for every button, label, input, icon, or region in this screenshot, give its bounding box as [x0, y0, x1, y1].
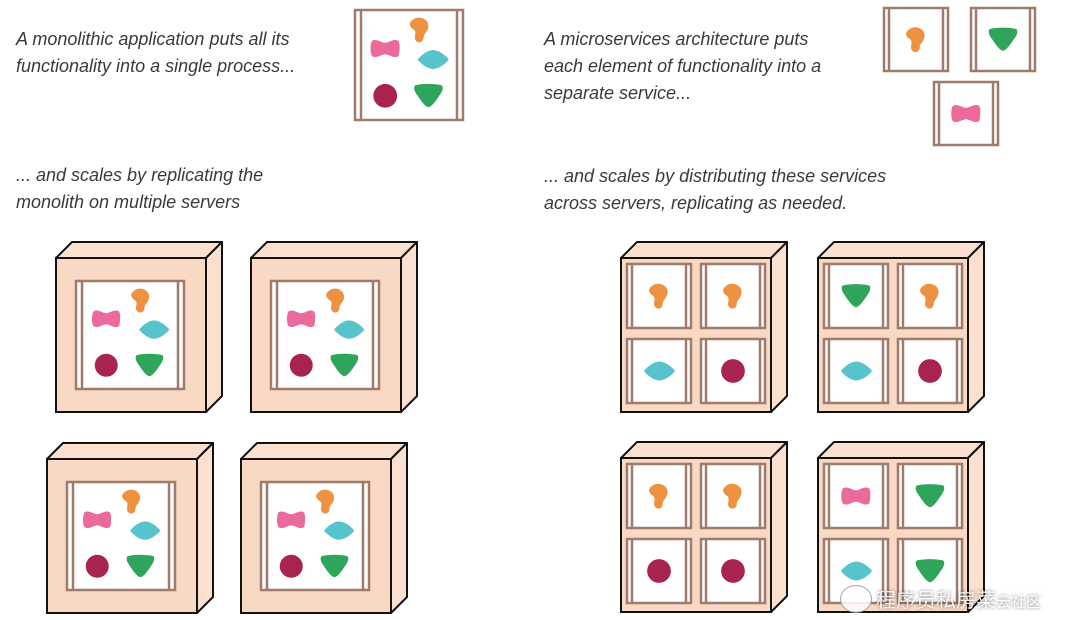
orange-blob-icon: [723, 483, 742, 509]
green-triangle-icon: [988, 27, 1018, 51]
pink-bow-icon: [286, 310, 316, 328]
caption-line: ... and scales by distributing these ser…: [544, 166, 887, 186]
pink-bow-icon: [370, 39, 400, 58]
green-triangle-icon: [330, 353, 359, 377]
orange-blob-icon: [649, 483, 668, 509]
service-process: [699, 462, 767, 530]
teal-diamond-icon: [840, 561, 873, 581]
green-triangle-icon: [414, 83, 443, 108]
caption-line: A monolithic application puts all its: [16, 29, 290, 49]
orange-blob-icon: [131, 288, 150, 313]
watermark-suffix: 云社区: [996, 594, 1042, 611]
teal-diamond-icon: [334, 320, 365, 339]
caption-line: ... and scales by replicating the: [16, 165, 264, 185]
maroon-circle-icon: [721, 559, 745, 583]
teal-diamond-icon: [324, 521, 355, 540]
monolith-scale-caption: ... and scales by replicating the monoli…: [16, 162, 263, 216]
green-triangle-icon: [841, 284, 871, 308]
service-process: [699, 537, 767, 605]
service-process: [625, 462, 693, 530]
maroon-circle-icon: [289, 353, 313, 377]
service-process: [896, 337, 964, 405]
maroon-circle-icon: [721, 359, 745, 383]
pink-bow-icon: [82, 511, 112, 529]
microservices-scale-caption: ... and scales by distributing these ser…: [544, 163, 886, 217]
caption-line: A microservices architecture puts: [544, 29, 809, 49]
maroon-circle-icon: [918, 359, 942, 383]
orange-blob-icon: [649, 283, 668, 309]
monolith-process: [353, 8, 465, 122]
monolith-process: [269, 279, 381, 391]
monolith-process: [259, 480, 371, 592]
service-process: [625, 537, 693, 605]
maroon-circle-icon: [373, 83, 398, 108]
monolith-server: [46, 442, 214, 614]
service-process: [699, 262, 767, 330]
maroon-circle-icon: [94, 353, 118, 377]
orange-blob-icon: [122, 489, 141, 514]
microservices-server: [620, 241, 788, 413]
wechat-logo-icon: [840, 585, 872, 613]
teal-diamond-icon: [139, 320, 170, 339]
monolith-process: [65, 480, 177, 592]
green-triangle-icon: [135, 353, 164, 377]
caption-line: functionality into a single process...: [16, 56, 296, 76]
service-process: [822, 262, 890, 330]
pink-bow-icon: [91, 310, 121, 328]
microservices-server: [620, 441, 788, 613]
service-process: [896, 262, 964, 330]
service-process: [625, 337, 693, 405]
watermark-text: 程序员私房菜: [876, 590, 996, 612]
pink-bow-icon: [276, 511, 306, 529]
microservices-intro-caption: A microservices architecture puts each e…: [544, 26, 821, 107]
service-process: [896, 462, 964, 530]
orange-blob-icon: [316, 489, 335, 514]
caption-line: separate service...: [544, 83, 692, 103]
monolith-process: [74, 279, 186, 391]
maroon-circle-icon: [279, 554, 303, 578]
orange-blob-icon: [906, 27, 925, 53]
service-process: [625, 262, 693, 330]
green-triangle-icon: [915, 559, 945, 583]
caption-line: monolith on multiple servers: [16, 192, 241, 212]
pink-bow-icon: [951, 104, 981, 123]
teal-diamond-icon: [417, 50, 449, 69]
green-triangle-icon: [126, 554, 155, 578]
maroon-circle-icon: [647, 559, 671, 583]
watermark: 程序员私房菜云社区: [876, 584, 1041, 613]
green-triangle-icon: [320, 554, 349, 578]
teal-diamond-icon: [130, 521, 161, 540]
monolith-server: [55, 241, 223, 413]
caption-line: across servers, replicating as needed.: [544, 193, 848, 213]
teal-diamond-icon: [643, 361, 676, 381]
service-process: [822, 462, 890, 530]
monolith-server: [240, 442, 408, 614]
monolith-server: [250, 241, 418, 413]
caption-line: each element of functionality into a: [544, 56, 822, 76]
service-process: [969, 6, 1037, 73]
teal-diamond-icon: [840, 361, 873, 381]
service-process: [699, 337, 767, 405]
service-process: [822, 337, 890, 405]
service-process: [882, 6, 950, 73]
microservices-server: [817, 241, 985, 413]
pink-bow-icon: [841, 487, 871, 505]
monolith-intro-caption: A monolithic application puts all its fu…: [16, 26, 295, 80]
green-triangle-icon: [915, 484, 945, 508]
service-process: [896, 537, 964, 605]
service-process: [932, 80, 1000, 147]
maroon-circle-icon: [85, 554, 109, 578]
orange-blob-icon: [920, 283, 939, 309]
orange-blob-icon: [409, 17, 429, 43]
orange-blob-icon: [723, 283, 742, 309]
orange-blob-icon: [326, 288, 345, 313]
